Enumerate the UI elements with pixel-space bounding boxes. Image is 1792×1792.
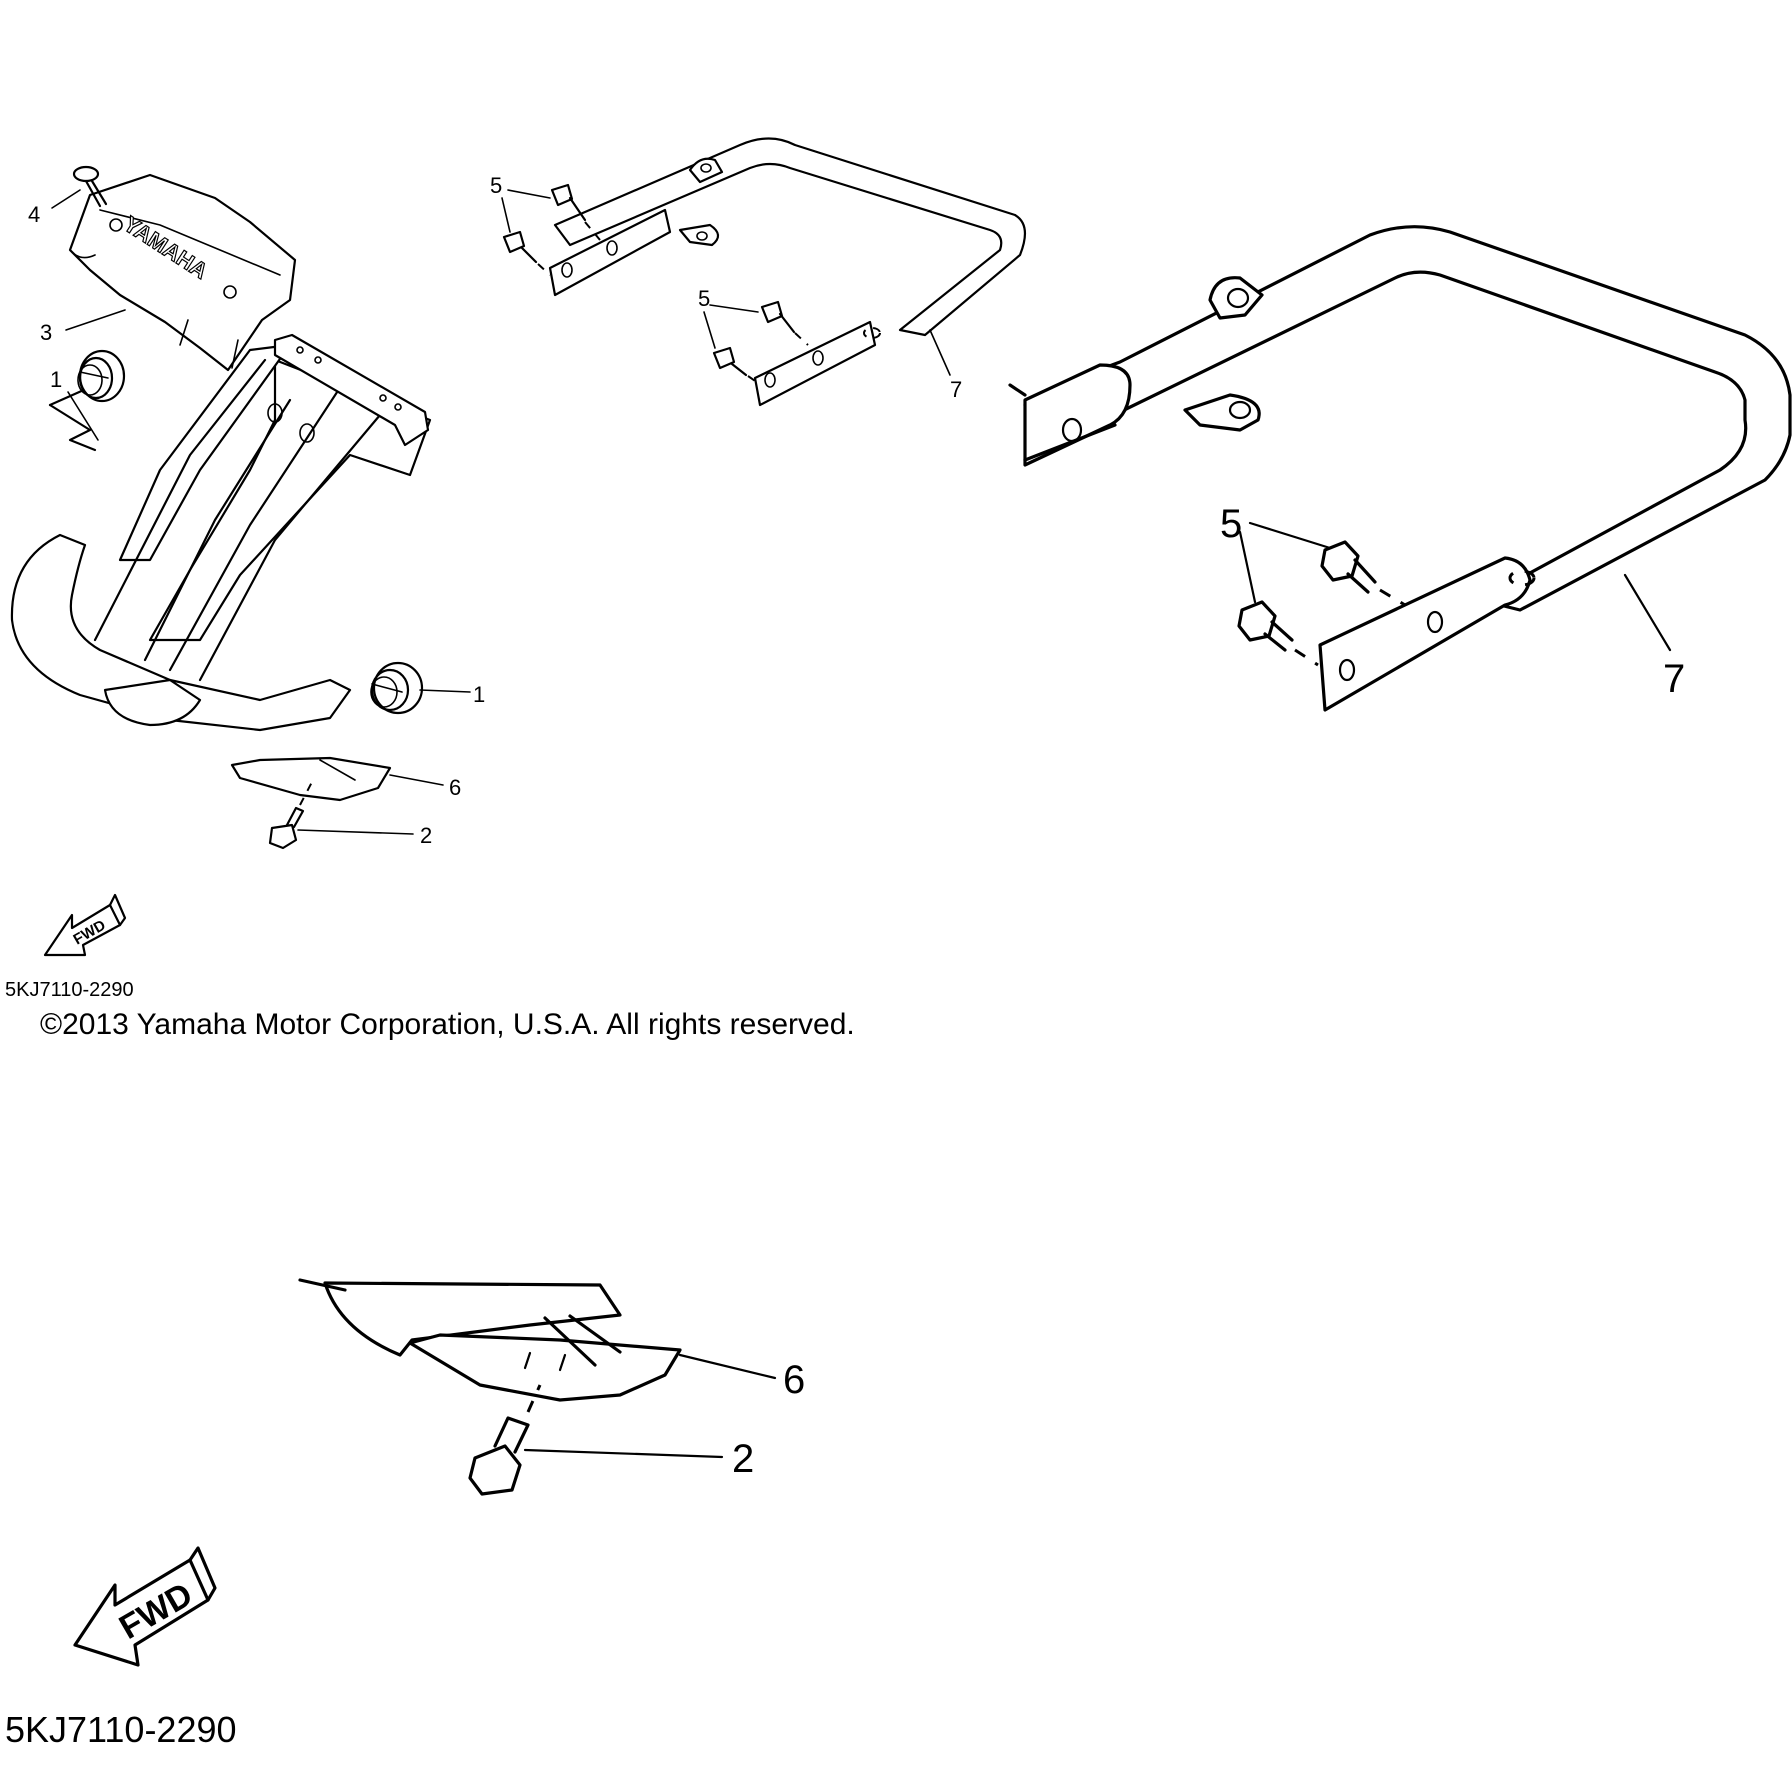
callout-4: 4 [28,202,40,227]
copyright-text: ©2013 Yamaha Motor Corporation, U.S.A. A… [40,1008,855,1041]
gasket-upper [77,349,126,403]
exhaust-assembly-overview: YAMAHA [10,165,485,850]
guard-zoom: 5 7 [1008,225,1792,712]
diagram-code-small: 5KJ7110-2290 [5,979,134,1001]
bolt-part-2-small [268,781,313,850]
zoom-callout-6: 6 [783,1358,805,1402]
callout-1-upper: 1 [50,367,62,392]
muffler-pipes [10,343,432,732]
callout-6: 6 [449,775,461,800]
callout-2: 2 [420,823,432,848]
callout-1-lower: 1 [473,682,485,707]
diagram-code-large: 5KJ7110-2290 [5,1709,237,1750]
guard-overview: 5 5 7 [490,137,1027,407]
zoom-callout-2: 2 [732,1437,754,1481]
fwd-arrow-small: FWD [43,893,127,957]
skid-plate-zoom: 6 2 [298,1278,805,1496]
fwd-arrow-large: FWD [73,1546,217,1667]
callout-3: 3 [40,320,52,345]
guard-callout-5-upper: 5 [490,173,502,198]
gasket-lower [370,661,424,715]
heat-protector: YAMAHA [68,173,297,372]
zoom-callout-7: 7 [1663,657,1685,701]
zoom-callout-5: 5 [1220,502,1242,546]
guard-callout-5-lower: 5 [698,286,710,311]
screw-part-4 [72,165,108,208]
guard-callout-7: 7 [950,377,962,402]
skid-plate-small [230,756,392,802]
muffler-bracket [273,333,430,447]
overview-leader-lines [51,189,471,835]
